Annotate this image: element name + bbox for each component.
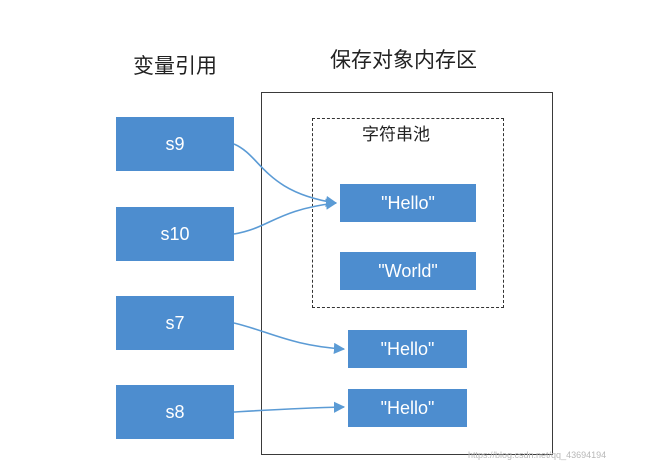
variable-s10-box: s10 [116, 207, 234, 261]
variable-s9-box: s9 [116, 117, 234, 171]
variable-references-heading: 变量引用 [133, 54, 217, 78]
pool-world-object: "World" [340, 252, 476, 290]
variable-s8-box: s8 [116, 385, 234, 439]
object-memory-heading: 保存对象内存区 [330, 48, 477, 72]
watermark: https://blog.csdn.net/qq_43694194 [468, 450, 607, 460]
string-pool-title: 字符串池 [362, 125, 430, 145]
pool-hello-object: "Hello" [340, 184, 476, 222]
variable-s7-box: s7 [116, 296, 234, 350]
heap-hello-object-1: "Hello" [348, 330, 467, 368]
heap-hello-object-2: "Hello" [348, 389, 467, 427]
object-memory-area [261, 92, 553, 455]
